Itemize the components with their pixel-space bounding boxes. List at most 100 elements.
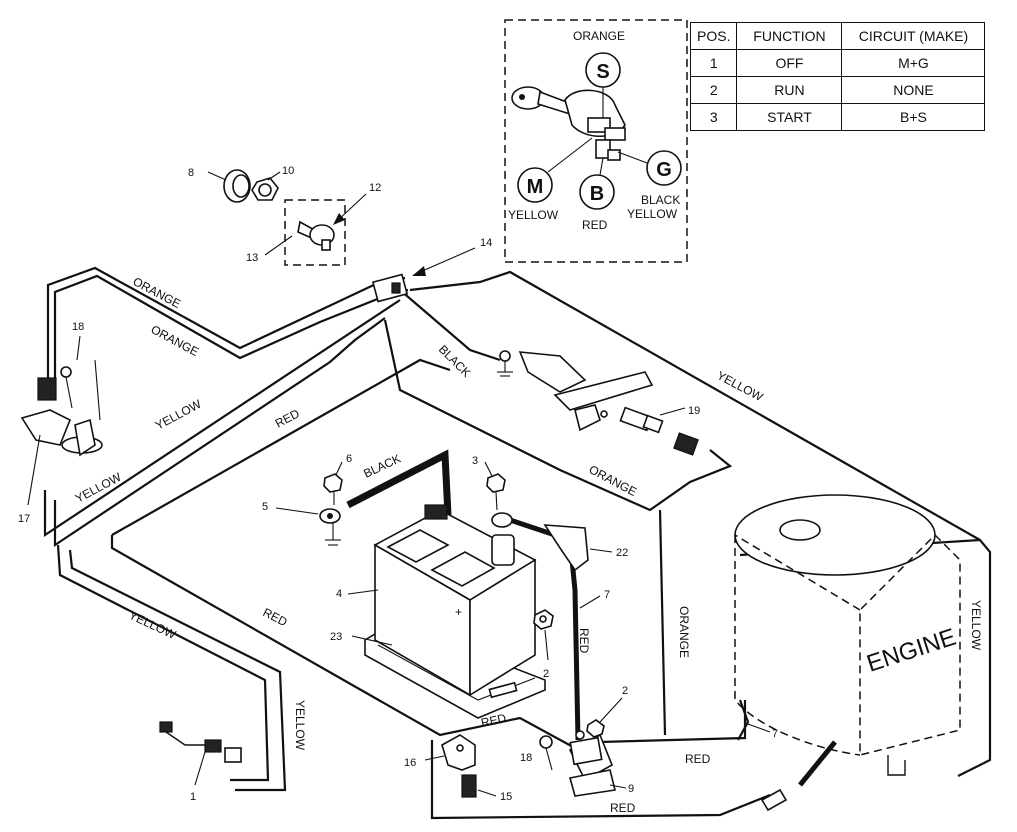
callout-10: 10 <box>282 165 294 177</box>
connector-1 <box>159 721 242 763</box>
table-cell: 2 <box>689 76 738 104</box>
callout-18b: 18 <box>520 752 532 764</box>
fuse-holder-16 <box>441 734 476 771</box>
wire-orange-down <box>658 509 667 736</box>
callout-2a: 2 <box>543 668 549 680</box>
bolt-6-icon <box>323 473 343 505</box>
battery-4: + <box>373 504 537 697</box>
engine-block: ENGINE <box>734 494 961 756</box>
callout-19: 19 <box>688 405 700 417</box>
svg-text:S: S <box>596 61 609 83</box>
engine-yellow-terminal <box>887 755 906 776</box>
wire-black-ground <box>399 289 501 362</box>
table-cell: B+S <box>841 103 986 131</box>
table-cell: OFF <box>736 49 843 77</box>
wire-yellow-upper <box>43 299 401 538</box>
wire-label-orange-2: ORANGE <box>149 322 201 359</box>
callout-23: 23 <box>330 631 342 643</box>
table-row: 1 OFF M+G <box>689 49 986 77</box>
bezel-part-8 <box>223 169 251 203</box>
callout-15: 15 <box>500 791 512 803</box>
callout-2b: 2 <box>622 685 628 697</box>
inset-wire-yellow-m: YELLOW <box>508 208 559 222</box>
wire-label-yellow-1: YELLOW <box>153 396 204 432</box>
svg-text:+: + <box>455 605 462 619</box>
wire-yellow-left-loop-2 <box>68 549 287 792</box>
table-header-pos: POS. <box>689 22 738 50</box>
terminal-s: S <box>585 52 621 88</box>
table-cell: 3 <box>689 103 738 131</box>
wire-label-red-2: RED <box>261 605 290 629</box>
wire-label-orange-4: ORANGE <box>677 606 691 658</box>
callout-1: 1 <box>190 791 196 803</box>
ground-bolt-5 <box>319 508 341 546</box>
callout-5: 5 <box>262 501 268 513</box>
bolt-3-icon <box>486 473 513 528</box>
nut-2b-icon <box>586 719 605 738</box>
table-row: 2 RUN NONE <box>689 76 986 104</box>
wire-red-engine <box>599 700 747 744</box>
callout-8: 8 <box>188 167 194 179</box>
wire-label-yellow-6: YELLOW <box>969 600 983 651</box>
wire-orange-seat <box>383 319 733 512</box>
table-header-row: POS. FUNCTION CIRCUIT (MAKE) <box>689 22 986 50</box>
seat-switch-bracket <box>518 351 654 432</box>
wire-yellow-upper-2 <box>53 317 386 548</box>
terminal-m: M <box>517 167 553 203</box>
seat-switch-19 <box>619 406 699 456</box>
switch-function-table: POS. FUNCTION CIRCUIT (MAKE) 1 OFF M+G 2… <box>689 22 986 131</box>
table-header-function: FUNCTION <box>736 22 843 50</box>
svg-text:M: M <box>527 176 544 198</box>
wire-yellow-left-loop <box>56 544 270 782</box>
wire-label-red-4: RED <box>685 752 711 766</box>
table-cell: M+G <box>841 49 986 77</box>
table-cell: NONE <box>841 76 986 104</box>
callout-14: 14 <box>480 237 492 249</box>
inset-wire-orange: ORANGE <box>573 29 625 43</box>
engine-wire-stub <box>737 699 750 741</box>
switch-part-12-icon <box>297 220 335 251</box>
wire-red-lower <box>110 535 576 749</box>
table-row: 3 START B+S <box>689 103 986 131</box>
screw-18a-icon <box>60 366 73 409</box>
terminal-boot-22 <box>543 524 589 572</box>
starter-terminal <box>760 788 788 812</box>
engine-label: ENGINE <box>864 624 960 678</box>
ignition-key-icon <box>511 86 626 161</box>
starter-cable <box>798 740 837 787</box>
switch-part-frame <box>284 199 346 266</box>
wire-label-red-5: RED <box>610 801 636 815</box>
inset-wire-yellow-g: YELLOW <box>627 207 678 221</box>
screw-18b-icon <box>539 735 553 771</box>
wire-label-yellow-3: YELLOW <box>127 608 179 642</box>
cable-black-battery <box>346 449 452 516</box>
ignition-module-17 <box>20 359 103 457</box>
callout-16: 16 <box>404 757 416 769</box>
table-cell: 1 <box>689 49 738 77</box>
table-cell: RUN <box>736 76 843 104</box>
switch-connector-14 <box>371 273 409 303</box>
wire-label-red-3: RED <box>480 711 508 730</box>
ground-symbol-icon <box>497 350 513 377</box>
svg-text:B: B <box>590 183 604 205</box>
wire-label-yellow-5: YELLOW <box>715 368 766 404</box>
inset-wire-red-b: RED <box>582 218 608 232</box>
svg-text:G: G <box>656 159 672 181</box>
nut-part-10 <box>251 177 279 201</box>
terminal-g: G <box>646 150 682 186</box>
callout-7a: 7 <box>604 589 610 601</box>
callout-9: 9 <box>628 783 634 795</box>
switch-inset-frame <box>504 19 688 263</box>
callout-17: 17 <box>18 513 30 525</box>
callout-6: 6 <box>346 453 352 465</box>
callout-18a: 18 <box>72 321 84 333</box>
inset-wire-black-g: BLACK <box>641 193 680 207</box>
callout-4: 4 <box>336 588 342 600</box>
table-header-circuit: CIRCUIT (MAKE) <box>841 22 986 50</box>
wire-red-bottom <box>430 740 771 820</box>
wire-label-red-6: RED <box>577 628 591 654</box>
callout-22: 22 <box>616 547 628 559</box>
callout-7b: 7 <box>772 728 778 740</box>
fuse-15 <box>461 774 477 798</box>
